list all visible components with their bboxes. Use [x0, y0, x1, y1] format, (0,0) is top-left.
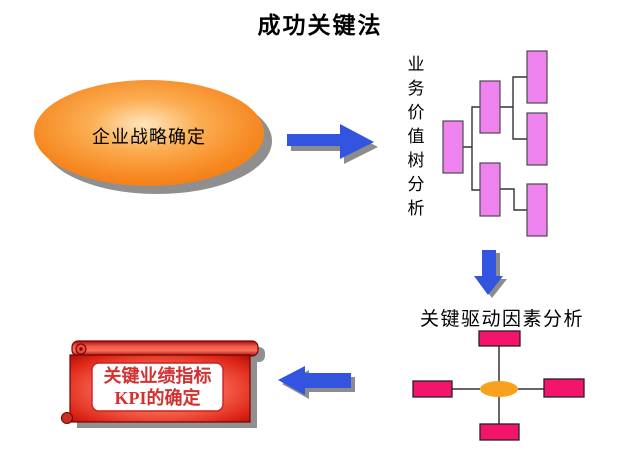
- tree-node-root: [442, 120, 464, 174]
- kpi-scroll-curl-bottom: [60, 411, 74, 425]
- tree-connector-bottom-branch: [500, 188, 527, 211]
- tree-node-leaf-2: [526, 112, 548, 166]
- tree-node-mid-bottom: [479, 162, 501, 217]
- value-tree-label: 业务价值树分析: [407, 55, 425, 218]
- strategy-ellipse-label: 企业战略确定: [92, 127, 206, 147]
- kpi-label-line1: 关键业绩指标: [103, 366, 212, 386]
- tree-connector-root: [463, 106, 480, 191]
- driver-analysis-label: 关键驱动因素分析: [420, 309, 585, 330]
- driver-node-top: [478, 330, 521, 347]
- kpi-label-box: 关键业绩指标 KPI的确定: [92, 363, 223, 411]
- strategy-ellipse: [34, 80, 264, 186]
- kpi-inner-panel: [91, 362, 224, 412]
- tree-node-mid-top: [479, 80, 501, 134]
- arrow-left-icon: [278, 366, 351, 395]
- kpi-scroll-top-roll: [71, 340, 259, 357]
- driver-node-bottom: [479, 423, 520, 441]
- page-title: 成功关键法: [257, 13, 383, 38]
- driver-connectors: [452, 346, 544, 424]
- arrow-right-icon: [287, 124, 374, 159]
- arrow-down-icon: [474, 250, 503, 295]
- tree-connector-top-branch: [500, 76, 527, 140]
- tree-node-leaf-1: [526, 50, 548, 104]
- driver-center-ellipse: [480, 381, 518, 397]
- tree-node-leaf-3: [526, 183, 548, 237]
- kpi-scroll-shape: [60, 340, 265, 428]
- kpi-label-line2: KPI的确定: [114, 388, 201, 408]
- driver-node-right: [543, 378, 585, 398]
- driver-node-left: [412, 380, 453, 398]
